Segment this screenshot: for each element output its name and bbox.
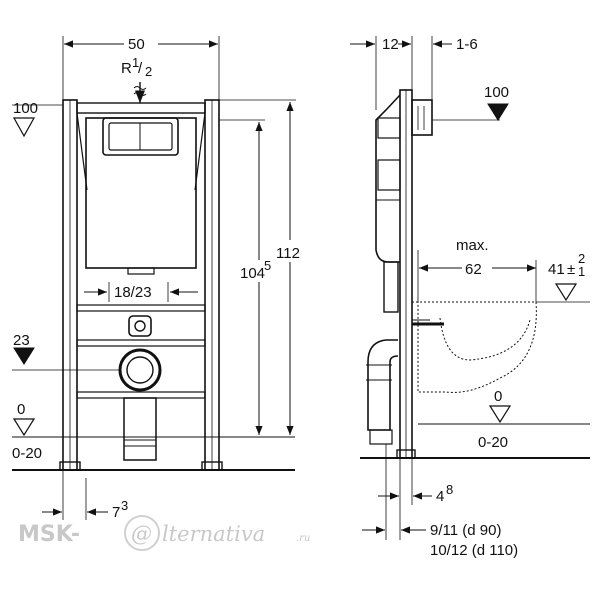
side-view — [350, 36, 590, 540]
watermark-right: lternativa — [162, 522, 265, 546]
bowl-height-label: 41 — [548, 261, 565, 278]
left-foot — [59, 461, 81, 471]
frame-mid-rail — [76, 304, 206, 312]
bowl-tol-minus: 1 — [578, 264, 585, 279]
level-range-label: 0-20 — [12, 445, 42, 462]
front-view — [12, 34, 306, 520]
bolt-spacing-label: 18/23 — [114, 284, 152, 301]
side-level-100-solid-triangle — [487, 103, 509, 121]
total-height-label: 112 — [276, 245, 300, 262]
front-view-labels: 50 R 1 / 2 100 23 0 0-20 18/23 104 5 112… — [12, 36, 300, 521]
side-level-top-label: 100 — [484, 84, 509, 101]
side-wc-bowl — [412, 301, 537, 393]
side-level-range-label: 0-20 — [478, 434, 508, 451]
watermark-at: @ — [131, 522, 152, 546]
max-label: max. — [456, 237, 489, 254]
level-100-open-triangle — [12, 117, 36, 138]
svg-text:±: ± — [567, 261, 575, 278]
width-label: 50 — [128, 36, 145, 53]
projection-label: 62 — [465, 261, 482, 278]
watermark-left: MSK- — [18, 522, 80, 547]
foot-offset-sup: 3 — [121, 498, 128, 513]
pipe-thread-sup: 1 — [132, 55, 139, 70]
side-level-0-label: 0 — [494, 388, 502, 405]
frame-low-rail — [76, 391, 206, 399]
watermark-suffix: .ru — [296, 533, 310, 544]
side-flush-pipe — [383, 261, 399, 313]
foot-offset-label: 7 — [112, 504, 120, 521]
side-drain-bend — [367, 339, 399, 431]
watermark: MSK- @ lternativa .ru — [18, 515, 310, 551]
watermark-at-ring — [124, 515, 160, 551]
bowl-tol-plus: 2 — [578, 251, 585, 266]
drain-pipe — [123, 397, 157, 461]
flush-plate — [102, 117, 179, 156]
side-level-markers — [487, 103, 578, 424]
level-0-label: 0 — [17, 401, 25, 418]
foot-4-label: 4 — [436, 488, 444, 505]
inner-height-label: 104 — [240, 265, 265, 282]
side-cistern — [375, 94, 401, 263]
inner-height-sup: 5 — [264, 258, 271, 273]
side-flush-plate — [411, 99, 433, 136]
right-foot — [201, 461, 223, 471]
level-23-solid-triangle — [13, 347, 35, 365]
drain-connector — [118, 348, 162, 392]
pipe-90-label: 9/11 (d 90) — [430, 522, 501, 539]
pipe-thread-sub: 2 — [145, 64, 152, 79]
frame-top-rail — [76, 102, 206, 114]
level-top-label: 100 — [13, 100, 38, 117]
foot-4-sup: 8 — [446, 482, 453, 497]
depth-12-label: 12 — [382, 36, 399, 53]
side-level-0-open-triangle — [488, 405, 512, 424]
front-level-markers — [12, 117, 36, 437]
side-level-41-open-triangle — [554, 283, 578, 302]
level-0-open-triangle — [12, 418, 36, 437]
pipe-110-label: 10/12 (d 110) — [430, 542, 518, 559]
water-inlet — [128, 315, 152, 337]
pipe-thread-label: R — [121, 60, 132, 77]
depth-1-6-label: 1-6 — [456, 36, 478, 53]
svg-text:/: / — [138, 60, 143, 77]
level-23-label: 23 — [13, 332, 30, 349]
side-view-labels: 12 1-6 100 max. 62 41 ± 2 1 0 0-20 4 8 9… — [382, 36, 585, 559]
